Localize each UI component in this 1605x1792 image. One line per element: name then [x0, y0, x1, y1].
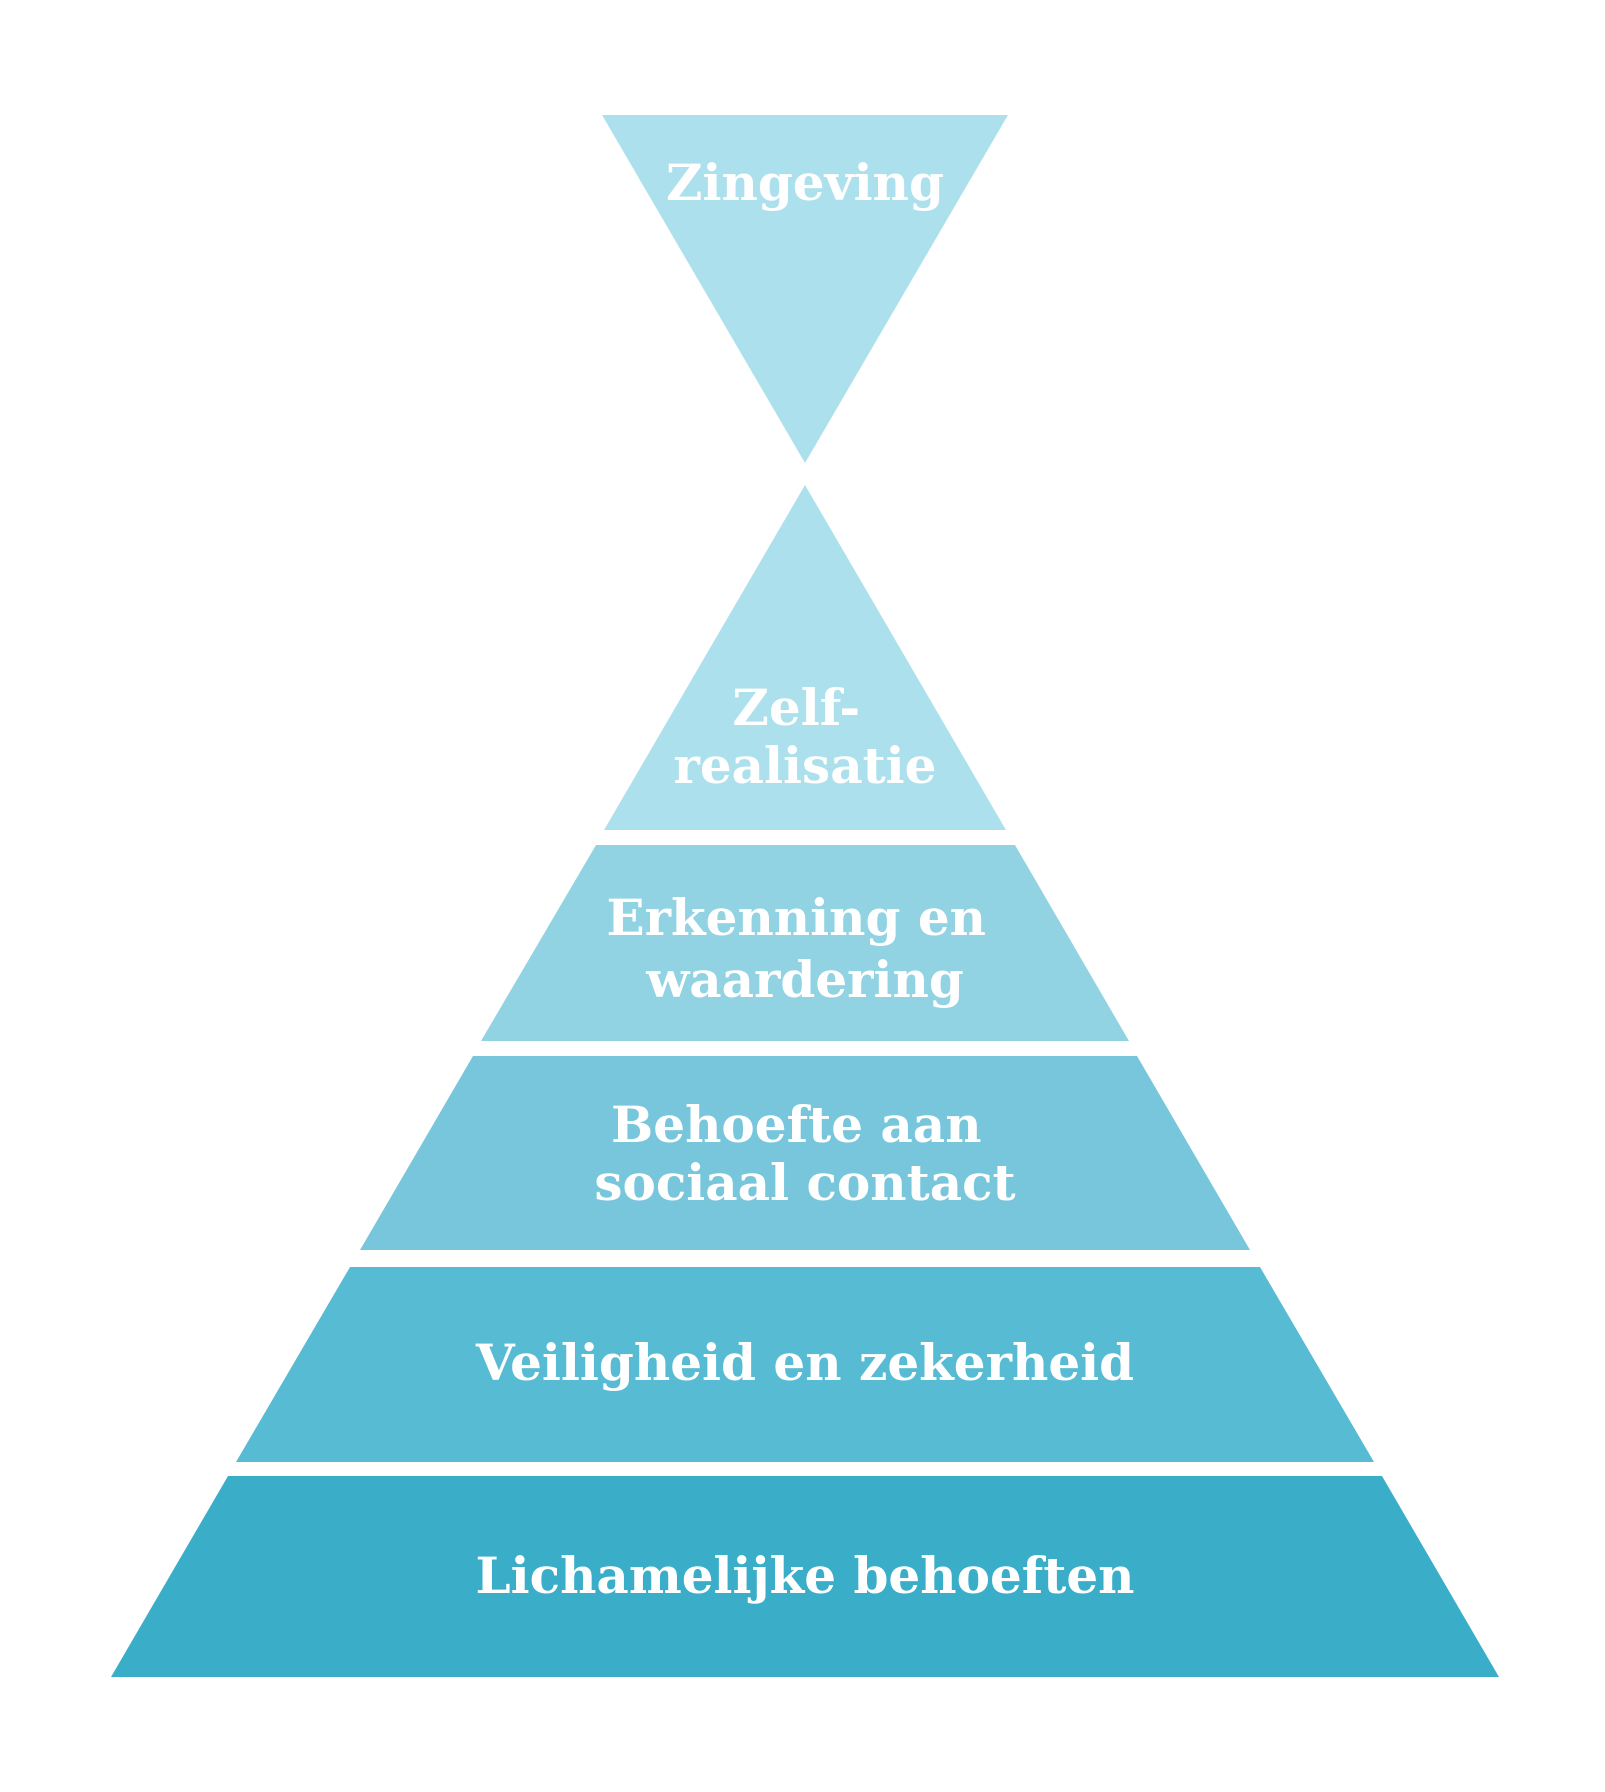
label-line: Zingeving [666, 153, 944, 212]
behoefte-aan-sociaal-contact-label: Behoefte aan sociaal contact [594, 1095, 1015, 1212]
behoefte-aan-sociaal-contact-shape [360, 1056, 1250, 1250]
lichamelijke-behoeften-shape [111, 1476, 1499, 1677]
label-line: Lichamelijke behoeften [475, 1546, 1134, 1605]
veiligheid-en-zekerheid-label: Veiligheid en zekerheid [475, 1333, 1134, 1392]
label-line: Erkenning en [607, 888, 987, 947]
zingeving-shape [602, 115, 1008, 463]
zelf-realisatie-label: Zelf- realisatie [674, 678, 937, 795]
label-line: realisatie [674, 736, 937, 795]
label-line: waardering [645, 950, 964, 1009]
pyramid-level-lichamelijke-behoeften: Lichamelijke behoeften [111, 1476, 1499, 1677]
label-line: Behoefte aan [611, 1095, 982, 1154]
label-line: Zelf- [732, 678, 860, 737]
erkenning-en-waardering-label: Erkenning en waardering [607, 888, 1004, 1009]
lichamelijke-behoeften-label: Lichamelijke behoeften [475, 1546, 1134, 1605]
pyramid-level-veiligheid-en-zekerheid: Veiligheid en zekerheid [236, 1267, 1374, 1462]
label-line: sociaal contact [594, 1153, 1015, 1212]
pyramid-level-behoefte-aan-sociaal-contact: Behoefte aan sociaal contact [360, 1056, 1250, 1250]
zelf-realisatie-shape [604, 485, 1006, 830]
zingeving-label: Zingeving [666, 153, 944, 212]
pyramid-level-erkenning-en-waardering: Erkenning en waardering [481, 845, 1129, 1041]
veiligheid-en-zekerheid-shape [236, 1267, 1374, 1462]
pyramid-level-zelf-realisatie: Zelf- realisatie [604, 485, 1006, 830]
label-line: Veiligheid en zekerheid [475, 1333, 1134, 1392]
pyramid-level-zingeving: Zingeving [602, 115, 1008, 463]
erkenning-en-waardering-shape [481, 845, 1129, 1041]
